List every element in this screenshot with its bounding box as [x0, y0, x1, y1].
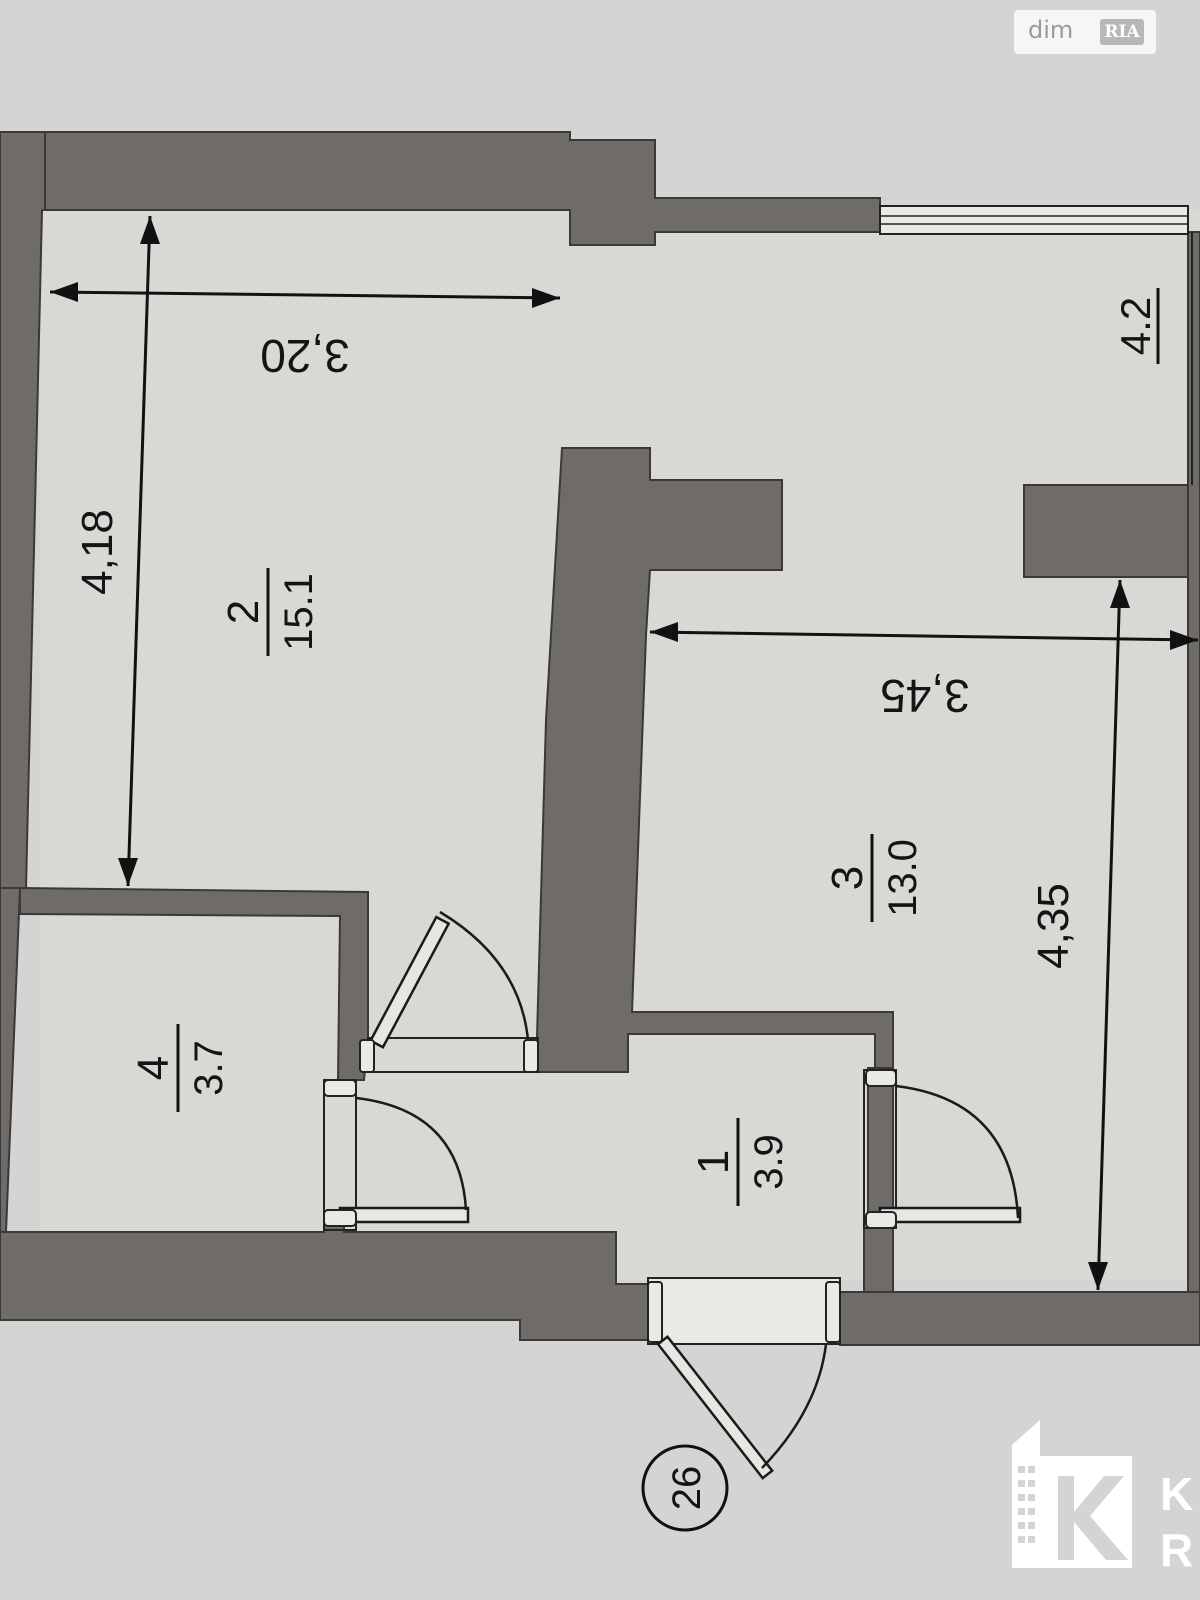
- room-area: 15.1: [277, 573, 321, 651]
- wall-right-stub: [1023, 484, 1200, 578]
- room-number: 4: [129, 1056, 178, 1080]
- room-area: 3.7: [187, 1040, 231, 1096]
- room-area: 3.9: [747, 1134, 791, 1190]
- walls: [0, 131, 1200, 1346]
- room-label-partial: 4.2: [1112, 297, 1159, 355]
- door-room4: [323, 1079, 470, 1231]
- room-number: 3: [823, 866, 872, 890]
- door-room2: [359, 910, 539, 1073]
- room-label-4: 4 3.7: [129, 1024, 231, 1112]
- room-label-3: 3 13.0: [823, 834, 925, 922]
- dim-line-room2-width: [49, 290, 561, 300]
- wall-bottom-right: [839, 1291, 1200, 1346]
- wall-left: [0, 131, 46, 889]
- wall-central: [534, 447, 894, 1073]
- dim-label-room2-length: 4,18: [73, 509, 122, 595]
- dimension-lines: [49, 215, 1199, 1291]
- logo-k-mark-icon: [1058, 1476, 1128, 1560]
- room-label-1: 1 3.9: [689, 1118, 791, 1206]
- watermark-brand: dim: [1028, 16, 1074, 44]
- wall-top: [0, 131, 881, 246]
- wall-right: [1187, 231, 1200, 1341]
- window: [879, 205, 1189, 235]
- dim-line-room3-width: [649, 630, 1199, 642]
- dim-line-room2-length: [126, 215, 152, 887]
- wall-room1-room3: [863, 1067, 894, 1293]
- room-number: 1: [689, 1150, 738, 1174]
- door-room3: [863, 1069, 1022, 1229]
- room-label-2: 2 15.1: [219, 568, 321, 656]
- watermark-badge: RIA: [1100, 19, 1144, 45]
- dim-label-room3-width: 3,45: [880, 670, 970, 722]
- room-area: 13.0: [881, 839, 925, 917]
- dim-label-room2-width: 3,20: [260, 330, 350, 382]
- logo-letter-top: K: [1160, 1468, 1193, 1520]
- apartment-number-marker: 26: [641, 1444, 729, 1532]
- doors: [323, 910, 1022, 1480]
- dim-label-room3-length: 4,35: [1029, 883, 1078, 969]
- room-number: 2: [219, 600, 268, 624]
- building-windows-icon: [1018, 1466, 1035, 1543]
- entrance-door: [647, 1277, 841, 1480]
- watermark: dim RIA: [1014, 10, 1156, 54]
- agency-logo: K R: [1012, 1420, 1193, 1576]
- apartment-number: 26: [665, 1466, 709, 1511]
- logo-letter-bottom: R: [1160, 1524, 1193, 1576]
- dim-line-room3-length: [1096, 579, 1122, 1291]
